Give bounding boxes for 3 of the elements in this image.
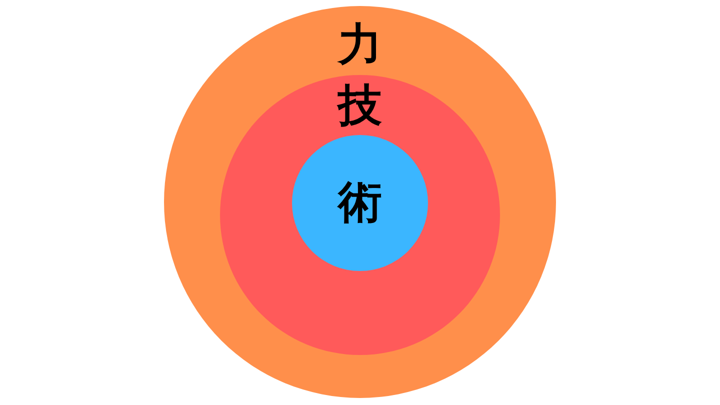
circle-label: 術 xyxy=(338,178,382,228)
circle-label: 技 xyxy=(338,81,382,131)
circle-label: 力 xyxy=(338,20,382,70)
